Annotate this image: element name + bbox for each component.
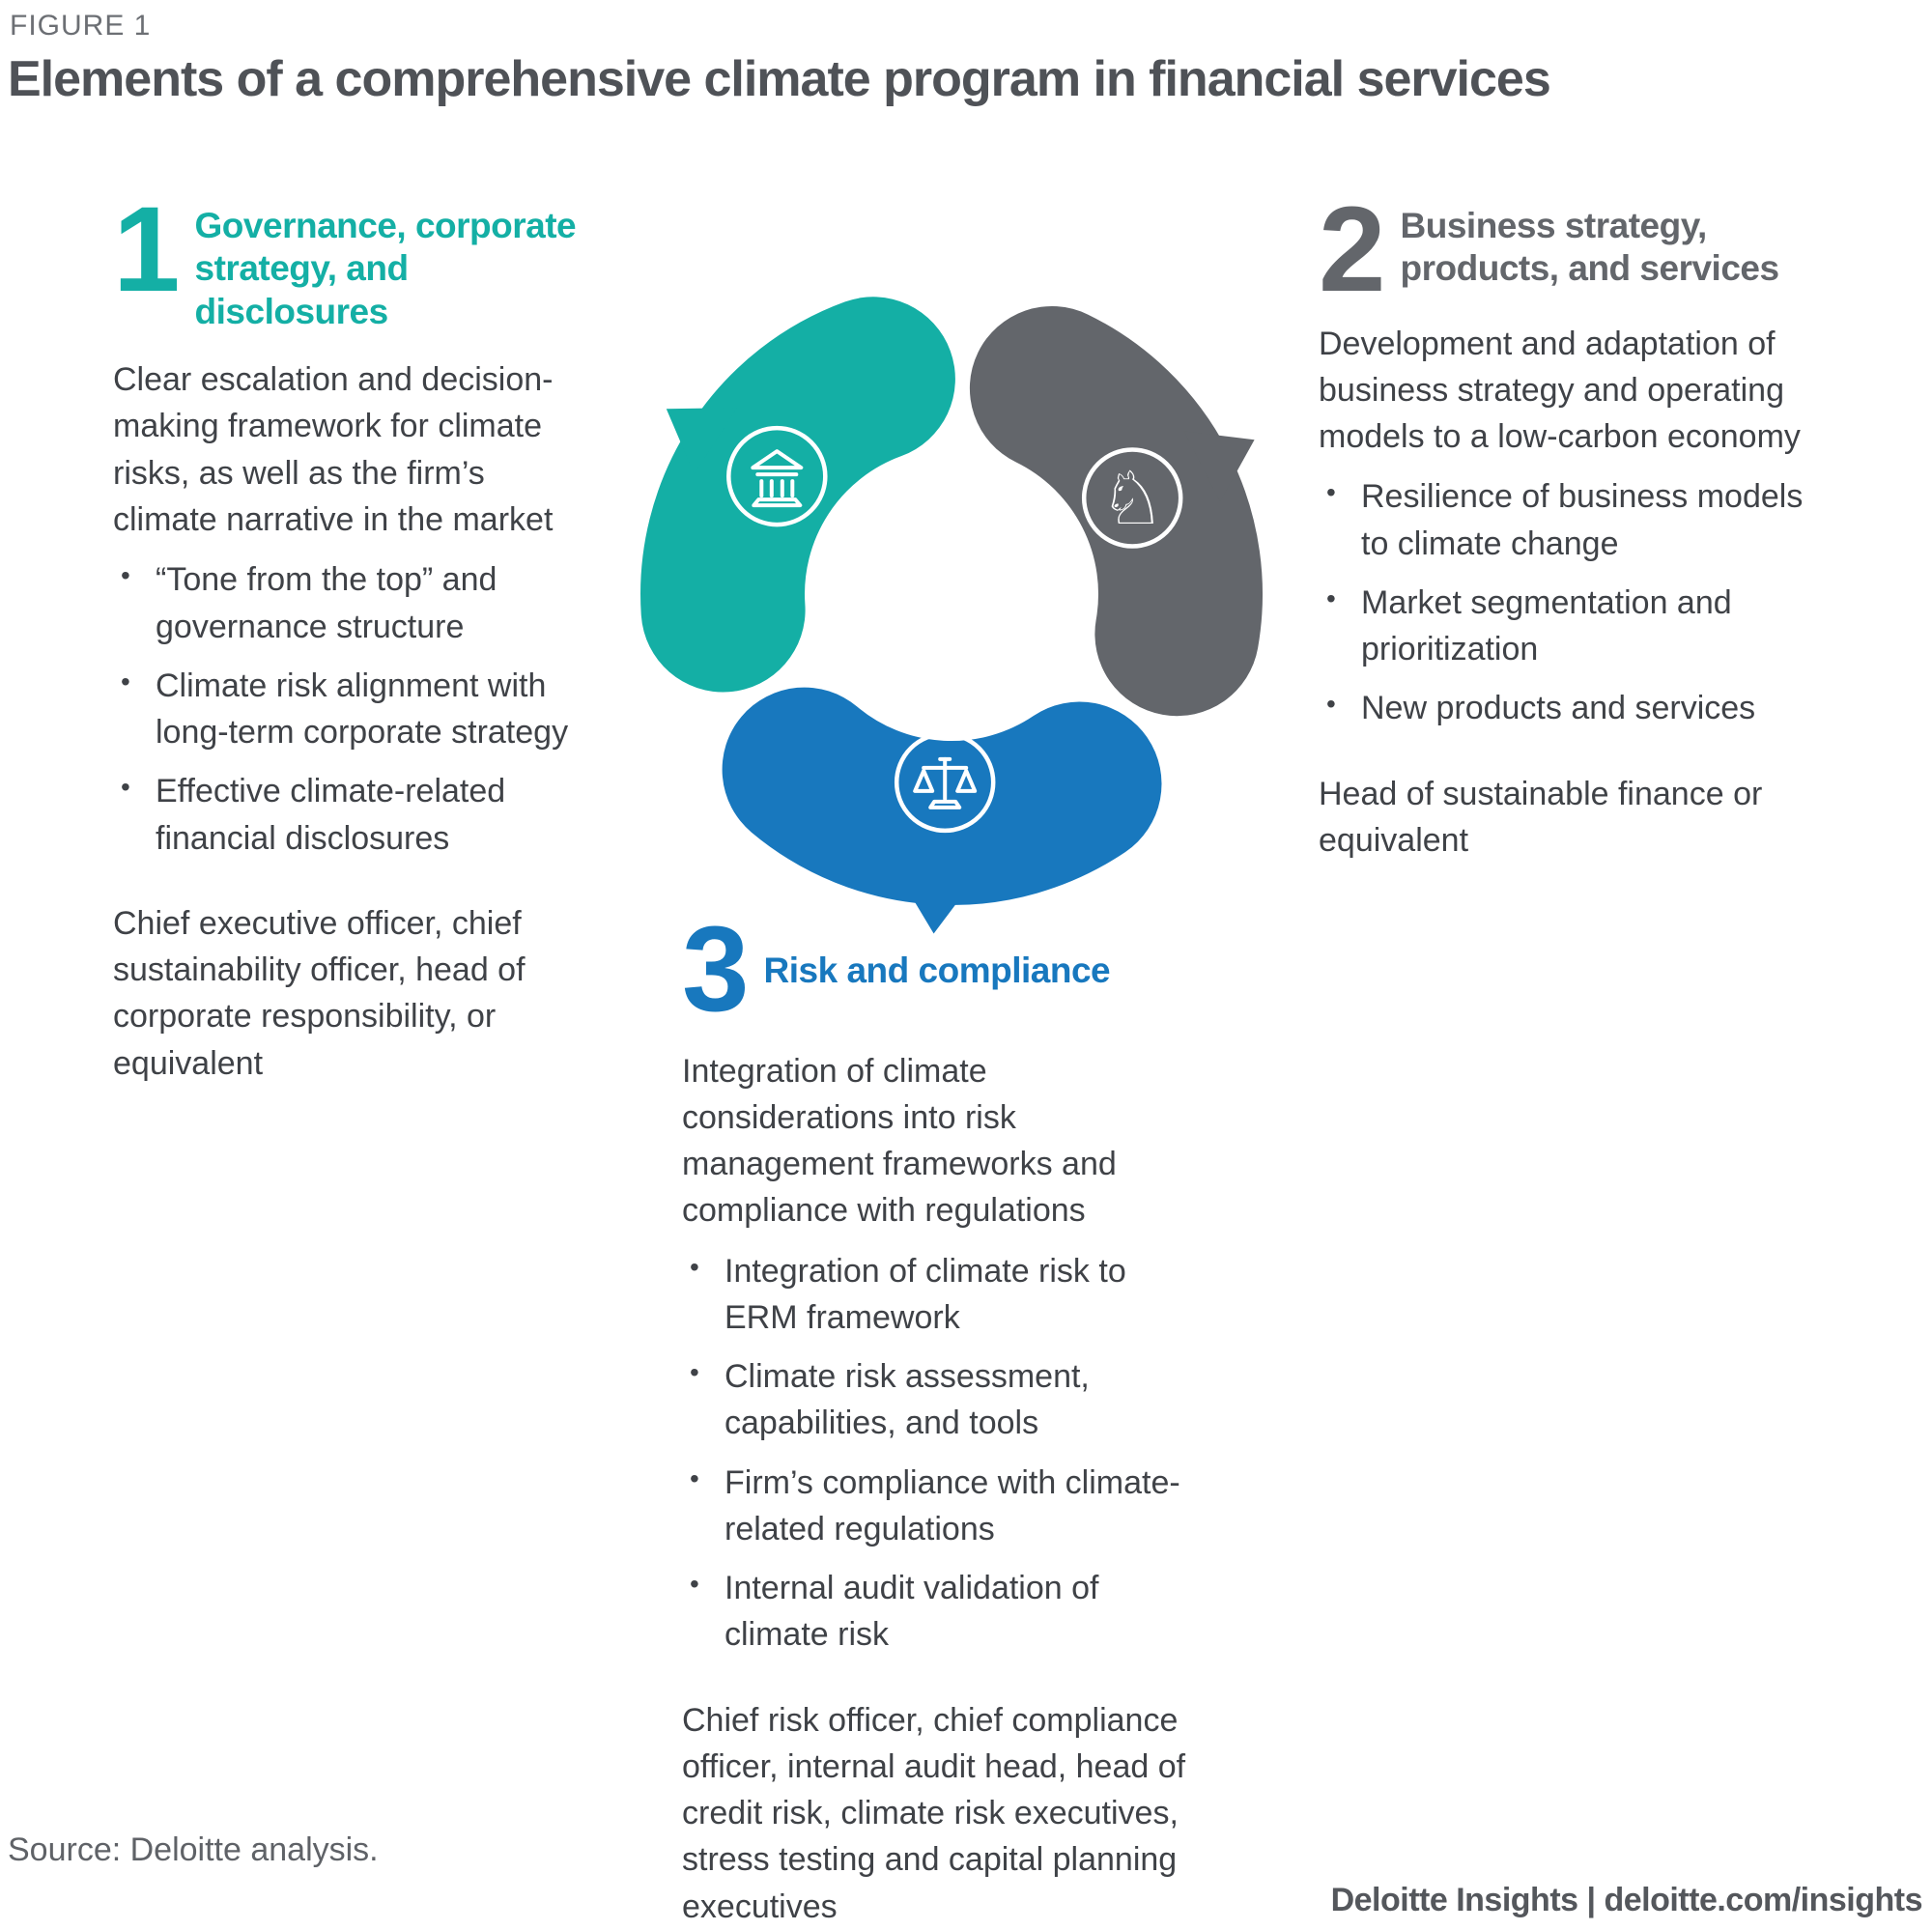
section-business-strategy-header: 2 Business strategy, products, and servi…: [1319, 183, 1816, 317]
bullet-item: Effective climate-related financial disc…: [113, 768, 596, 862]
arrow-tip-business-strategy: [1183, 431, 1255, 502]
segment-business-strategy-arc: [969, 306, 1263, 717]
figure-title: Elements of a comprehensive climate prog…: [8, 51, 1551, 107]
figure-label: FIGURE 1: [10, 10, 152, 42]
chess-knight-glyph: ♘: [1099, 455, 1165, 541]
cycle-diagram-svg: ♘: [640, 297, 1263, 934]
segment-governance-arc: [640, 297, 955, 693]
section-number-1: 1: [113, 183, 181, 317]
icon-ring: [894, 731, 996, 834]
bullet-item: Market segmentation and prioritization: [1319, 580, 1816, 673]
segment-risk-compliance-arc: [722, 687, 1162, 906]
section-governance-intro: Clear escalation and decision-making fra…: [113, 361, 554, 538]
bullet-item: Firm’s compliance with climate-related r…: [682, 1460, 1189, 1553]
icon-ring: [726, 425, 828, 527]
bullet-item: Integration of climate risk to ERM frame…: [682, 1248, 1189, 1342]
section-number-3: 3: [682, 902, 750, 1036]
section-heading-governance: Governance, corporate strategy, and disc…: [194, 206, 577, 331]
section-risk-compliance-owners: Chief risk officer, chief compliance off…: [682, 1701, 1186, 1925]
arrow-tip-risk-compliance: [896, 872, 977, 934]
bullet-item: Resilience of business models to climate…: [1319, 473, 1816, 567]
cycle-diagram: ♘: [565, 241, 1338, 978]
chess-knight-icon: ♘: [1081, 447, 1183, 549]
bullet-item: “Tone from the top” and governance struc…: [113, 556, 596, 650]
section-business-strategy-owners: Head of sustainable finance or equivalen…: [1319, 775, 1763, 859]
deloitte-insights-branding: Deloitte Insights | deloitte.com/insight…: [1330, 1882, 1923, 1918]
section-risk-compliance-header: 3 Risk and compliance: [682, 902, 1189, 1036]
scales-icon: [894, 731, 996, 834]
section-governance-owners: Chief executive officer, chief sustainab…: [113, 904, 526, 1082]
source-note: Source: Deloitte analysis.: [8, 1831, 379, 1868]
section-business-strategy-intro: Development and adaptation of business s…: [1319, 325, 1801, 456]
section-heading-business-strategy: Business strategy, products, and service…: [1400, 206, 1780, 289]
section-risk-compliance: 3 Risk and compliance Integration of cli…: [682, 902, 1189, 1930]
section-business-strategy: 2 Business strategy, products, and servi…: [1319, 183, 1816, 864]
bullet-item: Climate risk assessment, capabilities, a…: [682, 1353, 1189, 1447]
section-number-2: 2: [1319, 183, 1386, 317]
section-risk-compliance-bullets: Integration of climate risk to ERM frame…: [682, 1248, 1189, 1659]
arrow-tip-governance: [666, 408, 738, 474]
bullet-item: Climate risk alignment with long-term co…: [113, 663, 596, 756]
bank-building-icon: [726, 425, 828, 527]
section-governance-header: 1 Governance, corporate strategy, and di…: [113, 183, 596, 333]
bullet-item: Internal audit validation of climate ris…: [682, 1565, 1189, 1659]
section-governance-bullets: “Tone from the top” and governance struc…: [113, 556, 596, 862]
section-business-strategy-bullets: Resilience of business models to climate…: [1319, 473, 1816, 731]
icon-ring: [1081, 447, 1183, 549]
bullet-item: New products and services: [1319, 685, 1816, 731]
section-governance: 1 Governance, corporate strategy, and di…: [113, 183, 596, 1087]
section-risk-compliance-intro: Integration of climate considerations in…: [682, 1052, 1117, 1230]
section-heading-risk-compliance: Risk and compliance: [763, 951, 1111, 991]
